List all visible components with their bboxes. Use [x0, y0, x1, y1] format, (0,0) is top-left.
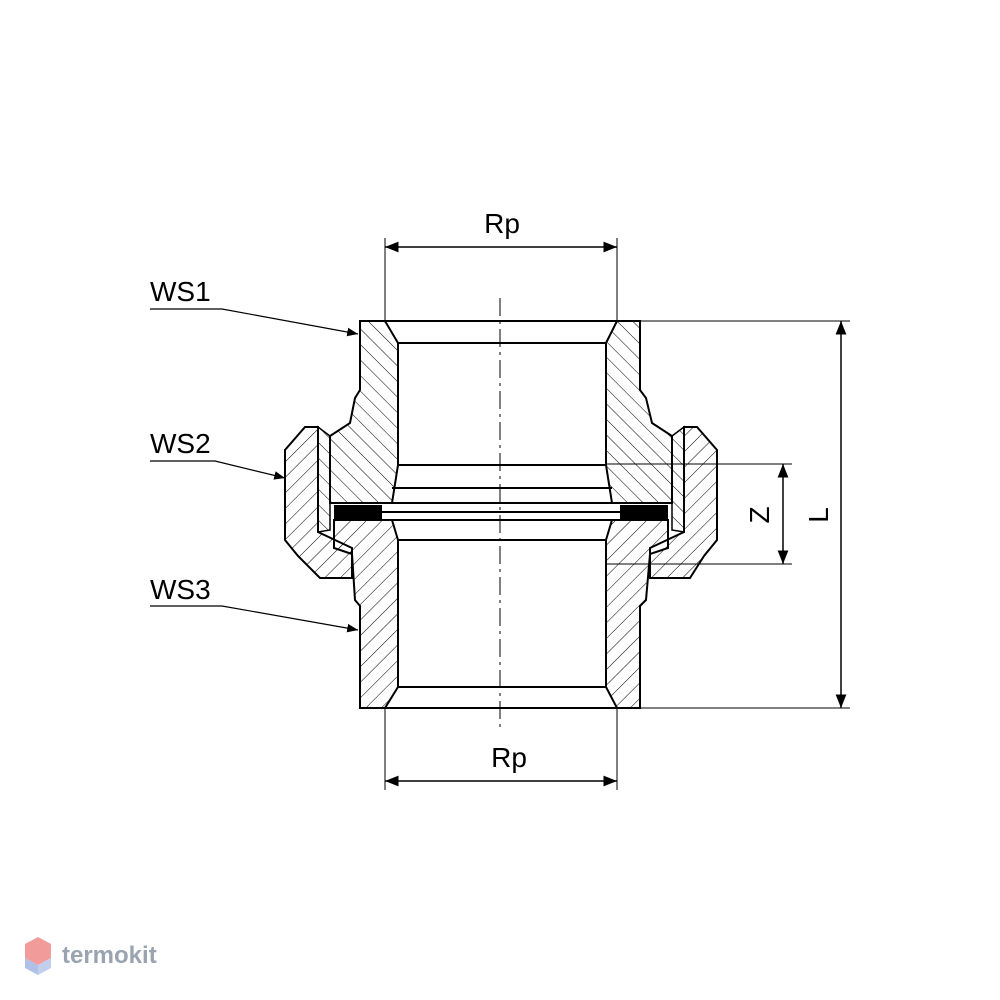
bottom-rp-dimension	[384, 708, 618, 790]
l-dimension	[640, 320, 850, 709]
bottom-rp-label: Rp	[491, 742, 527, 773]
l-label: L	[803, 507, 834, 523]
z-label: Z	[744, 506, 775, 523]
termokit-watermark: termokit	[62, 942, 157, 969]
gasket-left	[334, 505, 382, 520]
termokit-logo-icon	[25, 937, 51, 975]
bore-lines	[382, 320, 620, 709]
ws1-label: WS1	[150, 276, 211, 307]
ws3-label: WS3	[150, 574, 211, 605]
top-rp-dimension	[384, 238, 618, 321]
z-dimension	[606, 463, 792, 565]
gasket-right	[620, 505, 668, 520]
ws3-leader	[150, 605, 359, 633]
ws1-leader	[150, 308, 359, 337]
upper-body-right-wall	[605, 320, 673, 504]
top-rp-label: Rp	[484, 208, 520, 239]
union-nut-left	[284, 425, 353, 579]
upper-body-left-wall	[329, 320, 399, 504]
union-nut-right	[649, 425, 718, 579]
ws2-leader	[150, 460, 286, 480]
ws2-label: WS2	[150, 428, 211, 459]
